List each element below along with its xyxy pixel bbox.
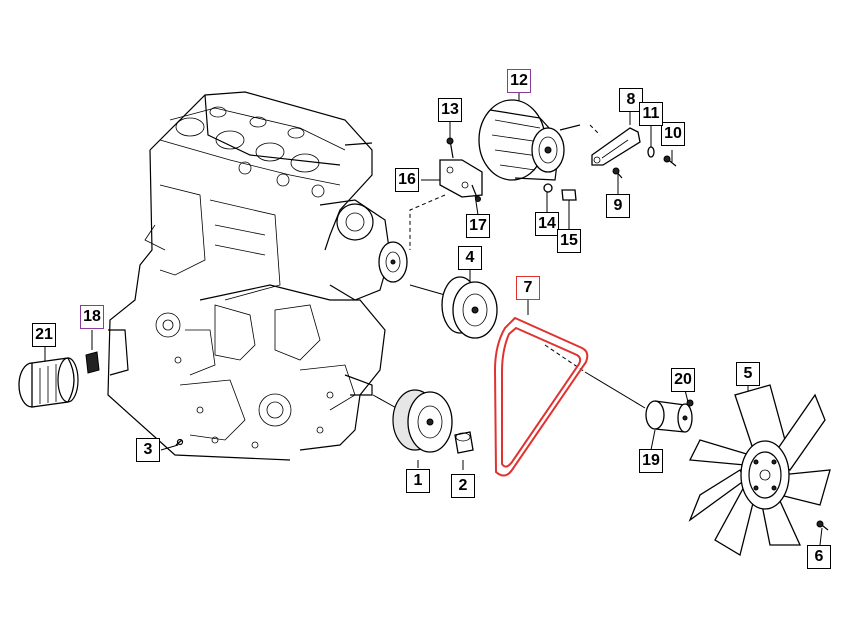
fan-bolt-6[interactable] <box>816 520 829 531</box>
callout-part-17[interactable]: 17 <box>466 214 490 238</box>
leader-lines <box>44 93 823 546</box>
adjusting-bracket[interactable] <box>591 127 641 166</box>
callout-part-5[interactable]: 5 <box>736 362 760 386</box>
engine-block <box>107 91 408 461</box>
callout-part-2[interactable]: 2 <box>451 474 475 498</box>
bolt-10[interactable] <box>663 155 677 167</box>
callout-part-21[interactable]: 21 <box>32 323 56 347</box>
callout-part-8[interactable]: 8 <box>619 88 643 112</box>
callout-part-19[interactable]: 19 <box>639 449 663 473</box>
callout-part-3[interactable]: 3 <box>136 438 160 462</box>
callout-part-4[interactable]: 4 <box>458 246 482 270</box>
water-pump-pulley[interactable] <box>441 276 498 339</box>
v-belt[interactable] <box>493 316 589 477</box>
callout-part-7[interactable]: 7 <box>516 276 540 300</box>
callout-part-16[interactable]: 16 <box>395 168 419 192</box>
callout-part-11[interactable]: 11 <box>639 102 663 126</box>
callout-part-18[interactable]: 18 <box>80 305 104 329</box>
crankshaft-pulley[interactable] <box>392 389 453 453</box>
callout-part-12[interactable]: 12 <box>507 69 531 93</box>
fan-flange[interactable] <box>645 400 693 433</box>
callout-part-20[interactable]: 20 <box>671 368 695 392</box>
callout-part-13[interactable]: 13 <box>438 98 462 122</box>
oil-filter-nipple[interactable] <box>85 351 100 374</box>
callout-part-10[interactable]: 10 <box>661 122 685 146</box>
flange-bolt-20[interactable] <box>686 399 694 407</box>
alternator-bracket[interactable] <box>439 159 483 198</box>
bolt-17[interactable] <box>471 184 481 202</box>
callout-part-6[interactable]: 6 <box>807 545 831 569</box>
oil-filter[interactable] <box>18 357 79 408</box>
callout-part-1[interactable]: 1 <box>406 469 430 493</box>
nut-15[interactable] <box>561 189 577 201</box>
bolt-9[interactable] <box>612 167 623 179</box>
callout-part-9[interactable]: 9 <box>606 194 630 218</box>
washer-11[interactable] <box>647 146 655 158</box>
bolt-3[interactable] <box>175 438 184 446</box>
callout-part-15[interactable]: 15 <box>557 229 581 253</box>
bolt-13[interactable] <box>446 137 454 159</box>
cooling-fan[interactable] <box>688 384 831 557</box>
washer-14[interactable] <box>543 183 553 193</box>
callout-part-14[interactable]: 14 <box>535 212 559 236</box>
crankshaft-collar[interactable] <box>454 431 474 454</box>
alternator[interactable] <box>478 99 581 181</box>
